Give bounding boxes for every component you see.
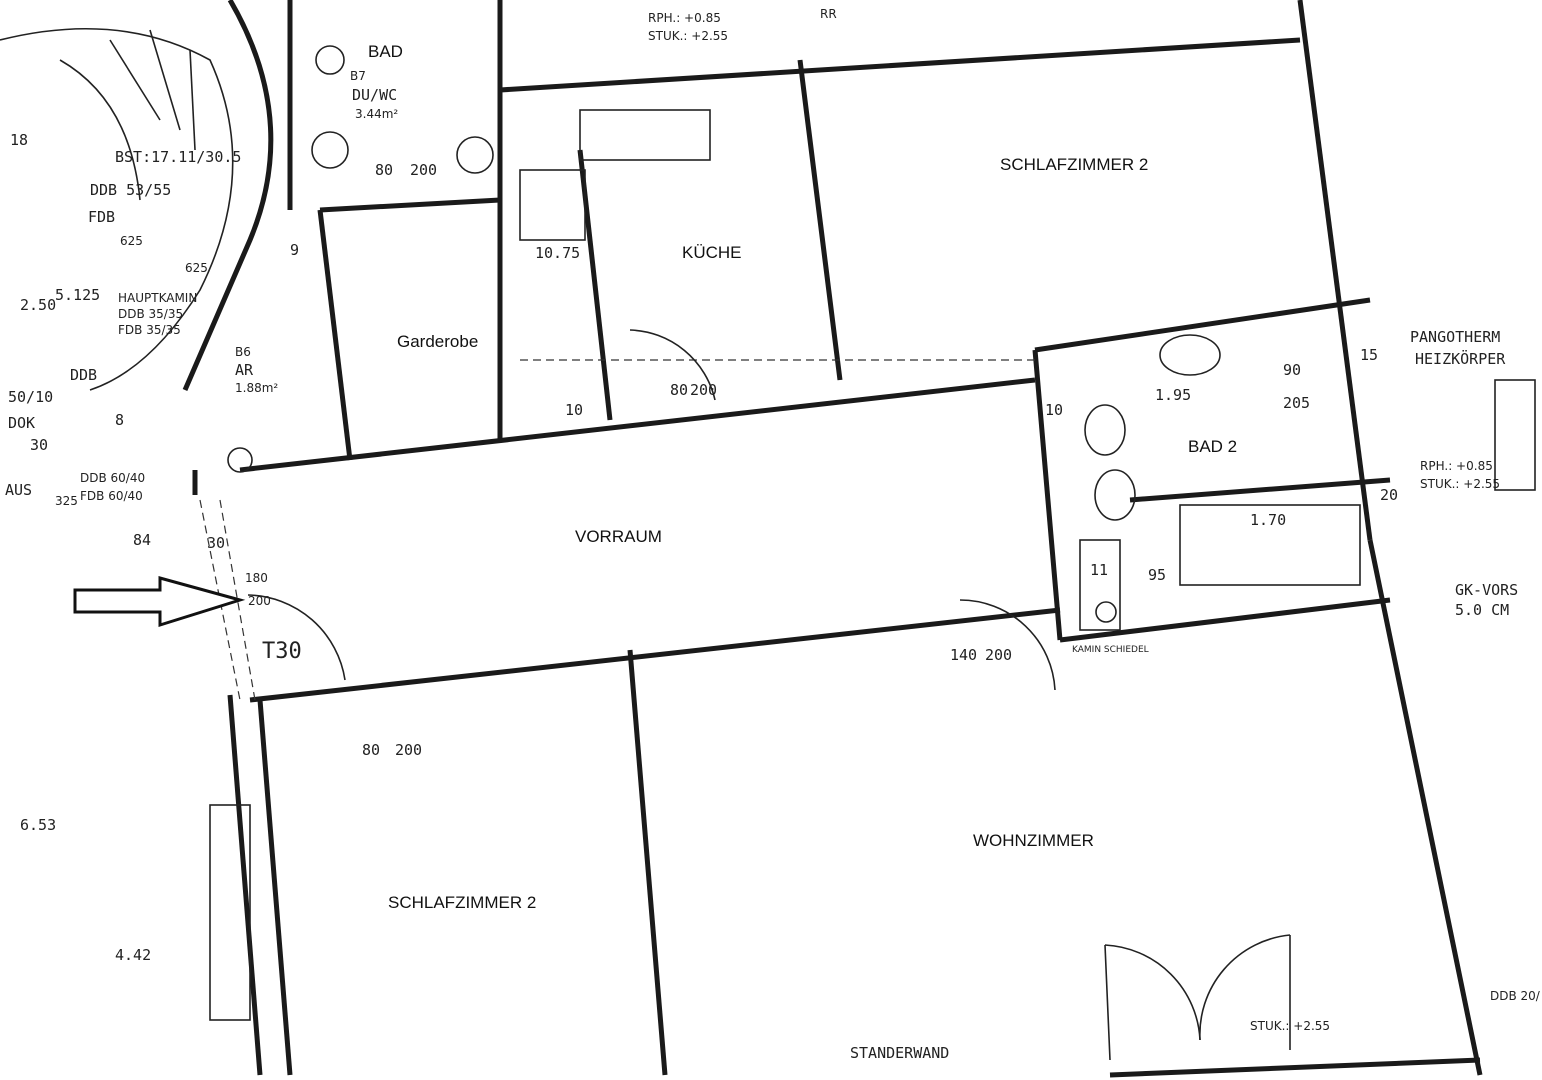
svg-text:5.0 CM: 5.0 CM [1455,601,1509,619]
svg-text:200: 200 [248,594,271,608]
svg-text:5.125: 5.125 [55,286,100,304]
room-label-bad2: BAD 2 [1188,437,1237,456]
svg-text:200: 200 [985,646,1012,664]
details [73,45,1536,1061]
staircase [0,0,274,391]
svg-text:STUK.: +2.55: STUK.: +2.55 [1250,1019,1330,1033]
svg-text:180: 180 [245,571,268,585]
svg-text:RPH.: +0.85: RPH.: +0.85 [1420,459,1493,473]
svg-text:STANDERWAND: STANDERWAND [850,1044,949,1062]
svg-text:BST:17.11/30.5: BST:17.11/30.5 [115,148,241,166]
room-label-garderobe: Garderobe [397,332,478,351]
svg-text:10: 10 [565,401,583,419]
dimensions: 84 30 180 200 10.75 80 200 80 200 1.95 9… [10,131,1398,964]
svg-text:RPH.: +0.85: RPH.: +0.85 [648,11,721,25]
svg-text:18: 18 [10,131,28,149]
svg-text:80: 80 [362,741,380,759]
room-label-vorraum: VORRAUM [575,527,662,546]
svg-text:FDB: FDB [88,208,115,226]
svg-text:50/10: 50/10 [8,388,53,406]
svg-text:2.50: 2.50 [20,296,56,314]
svg-text:B6: B6 [235,345,251,359]
svg-text:STUK.: +2.55: STUK.: +2.55 [648,29,728,43]
svg-text:T30: T30 [262,639,302,664]
svg-text:200: 200 [410,161,437,179]
svg-text:30: 30 [30,436,48,454]
svg-text:AR: AR [235,361,254,379]
svg-text:140: 140 [950,646,977,664]
room-label-schlafzimmer-top: SCHLAFZIMMER 2 [1000,155,1148,174]
svg-text:200: 200 [395,741,422,759]
svg-text:DDB 35/35: DDB 35/35 [118,307,183,321]
svg-text:625: 625 [120,234,143,248]
svg-text:205: 205 [1283,394,1310,412]
svg-text:RR: RR [820,7,837,21]
svg-text:10: 10 [1045,401,1063,419]
svg-text:HEIZKÖRPER: HEIZKÖRPER [1415,349,1506,368]
walls [192,0,1483,1078]
svg-text:KAMIN SCHIEDEL: KAMIN SCHIEDEL [1072,645,1149,655]
svg-text:90: 90 [1283,361,1301,379]
annotations: RPH.: +0.85 STUK.: +2.55 RR B7 DU/WC 3.4… [5,7,1541,1062]
svg-text:625: 625 [185,261,208,275]
svg-text:95: 95 [1148,566,1166,584]
svg-text:3.44m²: 3.44m² [355,107,398,121]
svg-text:FDB 35/35: FDB 35/35 [118,323,181,337]
svg-text:11: 11 [1090,561,1108,579]
svg-text:4.42: 4.42 [115,946,151,964]
svg-text:200: 200 [690,381,717,399]
svg-text:PANGOTHERM: PANGOTHERM [1410,328,1500,346]
room-label-schlafzimmer-bottom: SCHLAFZIMMER 2 [388,893,536,912]
svg-text:DDB 60/40: DDB 60/40 [80,471,145,485]
svg-text:9: 9 [290,241,299,259]
svg-text:10.75: 10.75 [535,244,580,262]
svg-text:1.95: 1.95 [1155,386,1191,404]
room-label-kueche: KÜCHE [682,243,742,262]
svg-text:15: 15 [1360,346,1378,364]
svg-text:STUK.: +2.55: STUK.: +2.55 [1420,477,1500,491]
svg-text:1.88m²: 1.88m² [235,381,278,395]
svg-text:1.70: 1.70 [1250,511,1286,529]
svg-text:20: 20 [1380,486,1398,504]
svg-text:325: 325 [55,494,78,508]
svg-text:FDB 60/40: FDB 60/40 [80,489,143,503]
svg-text:AUS: AUS [5,481,32,499]
svg-text:GK-VORS: GK-VORS [1455,581,1518,599]
svg-text:8: 8 [115,411,124,429]
svg-text:DU/WC: DU/WC [352,86,397,104]
svg-text:DOK: DOK [8,414,35,432]
svg-text:30: 30 [207,534,225,552]
svg-text:DDB 20/: DDB 20/ [1490,989,1541,1003]
room-label-bad: BAD [368,42,403,61]
svg-text:HAUPTKAMIN: HAUPTKAMIN [118,291,197,305]
svg-text:DDB: DDB [70,366,97,384]
svg-text:80: 80 [670,381,688,399]
svg-text:DDB 53/55: DDB 53/55 [90,181,171,199]
room-label-wohnzimmer: WOHNZIMMER [973,831,1094,850]
svg-text:B7: B7 [350,69,366,83]
entrance-arrow-icon [73,576,246,628]
svg-text:6.53: 6.53 [20,816,56,834]
svg-text:80: 80 [375,161,393,179]
svg-text:84: 84 [133,531,151,549]
